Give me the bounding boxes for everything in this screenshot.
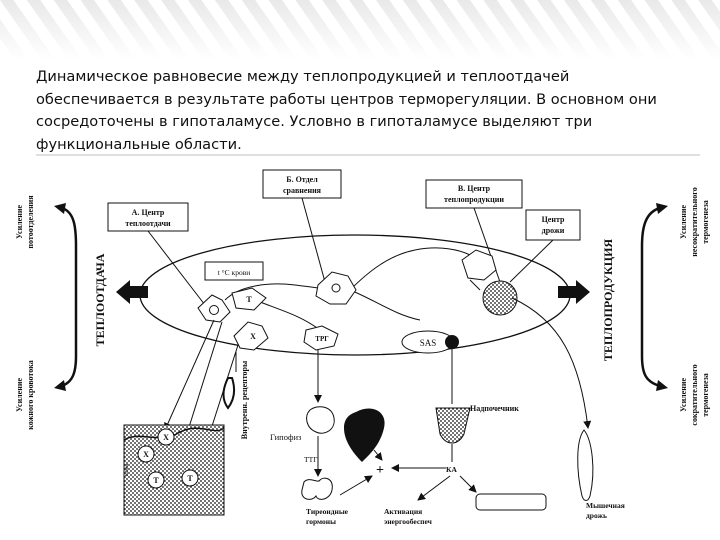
right-bracket [640, 206, 661, 388]
comparison-neuron [315, 271, 357, 305]
blood-flow-label-line2: кожного кровотока [26, 360, 35, 429]
box-v-line1: В. Центр [458, 184, 491, 193]
box-a-line2: теплоотдачи [125, 219, 171, 228]
adrenal-label: Надпочечник [470, 404, 519, 413]
hormone-arrows [339, 449, 477, 501]
trg-neuron: ТРГ [303, 325, 339, 351]
box-a-line1: А. Центр [132, 208, 165, 217]
intro-paragraph: Динамическое равновесие между теплопроду… [36, 68, 657, 153]
skin-x-mid: Х [143, 450, 149, 459]
skin-t-left: Т [153, 476, 159, 485]
heat-loss-neuron [197, 294, 231, 323]
skin-t-right: Т [187, 474, 193, 483]
shiver-box-line1: Центр [542, 215, 565, 224]
left-bracket-arrow-bottom [54, 380, 66, 391]
heat-production-arrow [558, 280, 590, 304]
muscle-cell-icon [475, 493, 547, 511]
contractile-label-line2: сократительного [690, 364, 699, 425]
internal-receptor-icon [222, 377, 236, 410]
heat-loss-arrow [116, 280, 148, 304]
t-neuron-label: Т [246, 295, 252, 304]
left-bracket-arrow-top [54, 203, 66, 214]
right-bracket-arrow-top [656, 203, 668, 214]
heart-icon [344, 408, 385, 462]
pituitary-icon [306, 406, 335, 434]
pituitary-label: Гипофиз [270, 432, 302, 442]
heat-production-neuron [461, 249, 497, 281]
x-neuron-label: Х [250, 332, 256, 341]
sweat-label-line1: Усиление [15, 205, 24, 239]
skin-label: кожа [124, 464, 130, 477]
blood-temperature-box: t °C крови [204, 261, 264, 281]
noncontractile-label-line2: несократительного [690, 187, 699, 256]
box-b-line2: сравнения [283, 186, 322, 195]
trg-label: ТРГ [315, 335, 329, 343]
noncontractile-label-line1: Усиление [679, 205, 688, 239]
muscle-shiver-line1: Мышечная [586, 501, 625, 510]
heat-loss-title: ТЕПЛООТДАЧА [93, 253, 107, 346]
adrenal-gland-icon [435, 407, 471, 444]
sas-neuron: SAS [401, 330, 459, 354]
header-stripes [0, 0, 720, 60]
blood-flow-label-line1: Усиление [15, 378, 24, 412]
activation-label-line2: энергообеспеч [384, 517, 433, 526]
sas-label: SAS [420, 338, 437, 348]
activation-label-line1: Активация [384, 507, 422, 516]
contractile-label-line1: Усиление [679, 378, 688, 412]
ka-label: КА [446, 465, 457, 474]
thyroid-icon [301, 477, 333, 500]
shivering-center-circle [482, 280, 518, 316]
contractile-label-line3: термогенеза [701, 373, 710, 417]
x-neuron: Х [233, 321, 269, 351]
internal-receptors-label: Внутренн. рецепторы [240, 360, 249, 439]
noncontractile-label-line3: термогенеза [701, 200, 710, 244]
right-bracket-arrow-bottom [656, 380, 668, 391]
heat-production-center-box: В. Центр теплопродукции [425, 179, 523, 209]
t-neuron: Т [231, 287, 267, 311]
heat-production-title: ТЕПЛОПРОДУКЦИЯ [601, 239, 615, 362]
ttg-label: ТТГ [304, 455, 318, 464]
heat-loss-center-box: А. Центр теплоотдачи [107, 202, 189, 232]
plus-sign: + [376, 463, 384, 478]
muscle-icon [577, 429, 594, 501]
comparison-section-box: Б. Отдел сравнения [262, 169, 342, 199]
sweat-label-line2: потоотделения [26, 195, 35, 249]
thyroid-label-line2: гормоны [306, 517, 336, 526]
blood-temp-label: t °C крови [218, 268, 251, 277]
skin-x-top: Х [163, 433, 169, 442]
box-v-line2: теплопродукции [444, 195, 504, 204]
muscle-shiver-line2: дрожь [586, 511, 607, 520]
shivering-center-box: Центр дрожи [525, 209, 581, 241]
left-bracket [61, 206, 78, 388]
shiver-box-line2: дрожи [542, 226, 565, 235]
thyroid-label-line1: Тиреоидные [306, 507, 349, 516]
box-b-line1: Б. Отдел [286, 175, 318, 184]
skin-illustration: Х Х Т Т [123, 424, 225, 516]
